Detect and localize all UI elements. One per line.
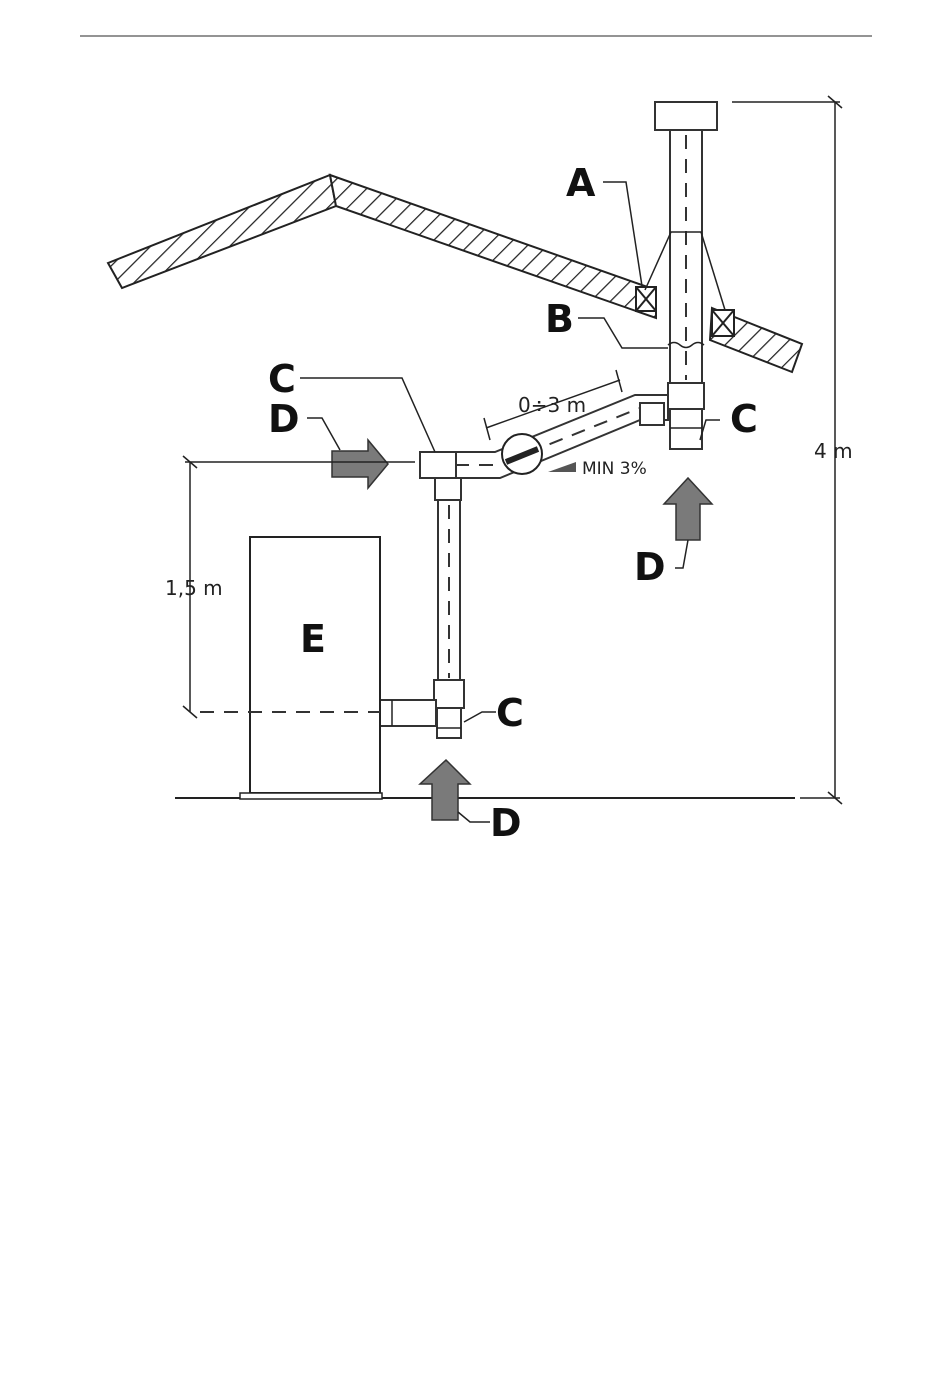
roof-flashing-right [712, 310, 734, 336]
label-d-right: D [634, 545, 666, 589]
appliance-outlet [380, 700, 436, 726]
airflow-arrow-horizontal [332, 440, 388, 488]
lower-tee [434, 680, 464, 708]
label-c-right: C [730, 397, 758, 441]
label-d-bottom: D [490, 801, 522, 845]
roof-right-slope [330, 175, 656, 318]
slope-text: MIN 3% [582, 459, 647, 479]
roof-left-slope [108, 175, 336, 288]
airflow-arrow-bottom [420, 760, 470, 820]
chimney-terminal-cap [655, 102, 717, 130]
appliance-body [250, 537, 380, 793]
dim-total-height-text: 4 m [814, 439, 853, 463]
label-e: E [300, 617, 326, 661]
label-c-top: C [268, 357, 296, 401]
roof-flashing-left [636, 287, 656, 311]
dim-horizontal-run-text: 0÷3 m [518, 393, 586, 417]
upper-tee [420, 452, 456, 478]
label-b: B [545, 297, 574, 341]
dim-appliance-height-text: 1,5 m [165, 576, 223, 600]
slope-indicator: MIN 3% [548, 459, 647, 479]
label-c-bottom: C [496, 691, 524, 735]
appliance: E [240, 537, 382, 799]
appliance-base [240, 793, 382, 799]
label-d-left: D [268, 397, 300, 441]
slope-triangle [548, 462, 576, 472]
appliance-flue-pipe [380, 452, 464, 738]
dimension-total-height: 4 m [732, 96, 853, 804]
airflow-arrow-right [664, 478, 712, 540]
label-a: A [566, 161, 596, 205]
